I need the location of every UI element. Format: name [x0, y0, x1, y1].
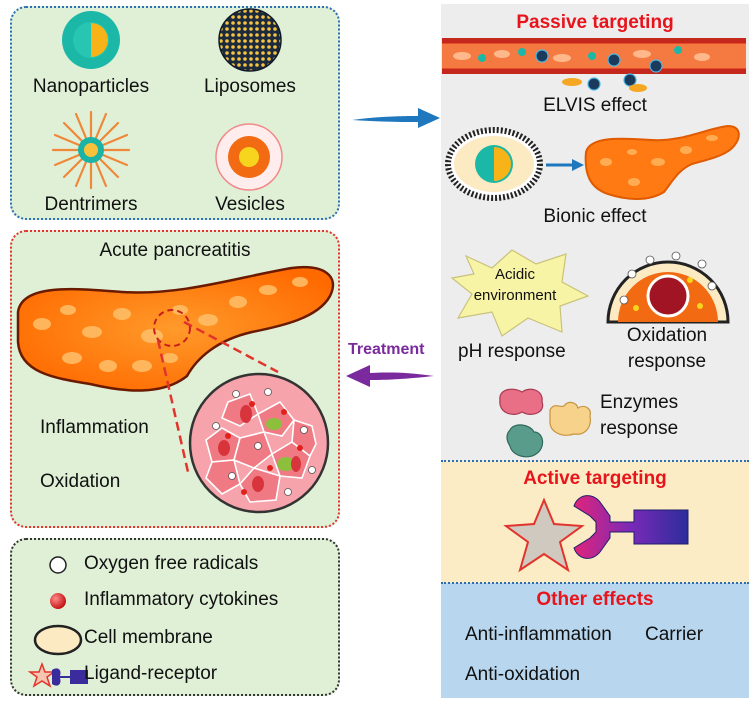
arrow-bionic: [546, 159, 584, 171]
enzymes-label-1: Enzymes: [600, 392, 679, 413]
elvis-effect-label: ELVIS effect: [543, 95, 647, 116]
enzyme-icon: [499, 388, 544, 415]
bionic-effect-label: Bionic effect: [543, 206, 647, 227]
treatment-label: Treatment: [348, 341, 425, 358]
oxidation-response-label-2: response: [627, 351, 707, 372]
arrow-left: [346, 365, 434, 387]
blood-vessel-icon: [442, 38, 746, 92]
ph-response-label: pH response: [458, 341, 566, 362]
anti-oxidation-label: Anti-oxidation: [465, 664, 581, 685]
cytokine-icon: [50, 593, 66, 609]
oxidation-response-label-1: Oxidation: [626, 325, 708, 346]
vesicles-label: Vesicles: [215, 194, 285, 215]
legend-oxygen-label: Oxygen free radicals: [84, 553, 259, 574]
liposomes-label: Liposomes: [204, 76, 296, 97]
bionic-cell-icon: [445, 127, 543, 201]
legend-membrane-label: Cell membrane: [84, 627, 213, 648]
oxygen-radical-icon: [49, 556, 67, 574]
nanoparticle-icon: [62, 11, 120, 69]
enzyme-icon: [506, 424, 544, 458]
other-effects-title: Other effects: [536, 589, 654, 610]
cell-membrane-icon: [33, 624, 83, 656]
pancreatitis-title: Acute pancreatitis: [99, 240, 251, 261]
oxidation-label: Oxidation: [40, 471, 121, 492]
pancreas-small-icon: [584, 124, 740, 200]
nanoparticles-label: Nanoparticles: [32, 76, 150, 97]
inflammation-label: Inflammation: [40, 417, 149, 438]
acidic-label-2: environment: [473, 287, 557, 304]
ligand-receptor-large-icon: [503, 495, 689, 573]
section-divider: [441, 582, 749, 584]
dendrimer-icon: [51, 110, 131, 190]
anti-inflammation-label: Anti-inflammation: [465, 624, 612, 645]
legend-cytokines-label: Inflammatory cytokines: [84, 589, 279, 610]
other-effects-section: [441, 583, 749, 698]
carrier-label: Carrier: [645, 624, 704, 645]
active-targeting-title: Active targeting: [523, 468, 667, 489]
ligand-receptor-icon: [27, 661, 88, 688]
zoom-indicator-lines: [156, 320, 279, 473]
inflamed-tissue-icon: [188, 372, 330, 514]
acidic-label-1: Acidic: [494, 266, 535, 283]
vesicle-icon: [215, 123, 283, 191]
legend-ligand-label: Ligand-receptor: [84, 663, 218, 684]
acidic-blob-icon: [450, 249, 590, 337]
enzyme-icon: [549, 401, 591, 436]
active-targeting-section: [441, 461, 749, 583]
section-divider: [441, 460, 749, 462]
pancreas-icon: [16, 265, 335, 392]
passive-targeting-title: Passive targeting: [516, 12, 674, 33]
liposome-icon: [218, 8, 282, 72]
dendrimers-label: Dentrimers: [44, 194, 138, 215]
arrow-right: [352, 108, 440, 128]
oxidation-cell-icon: [606, 251, 730, 324]
enzymes-label-2: response: [600, 418, 679, 439]
